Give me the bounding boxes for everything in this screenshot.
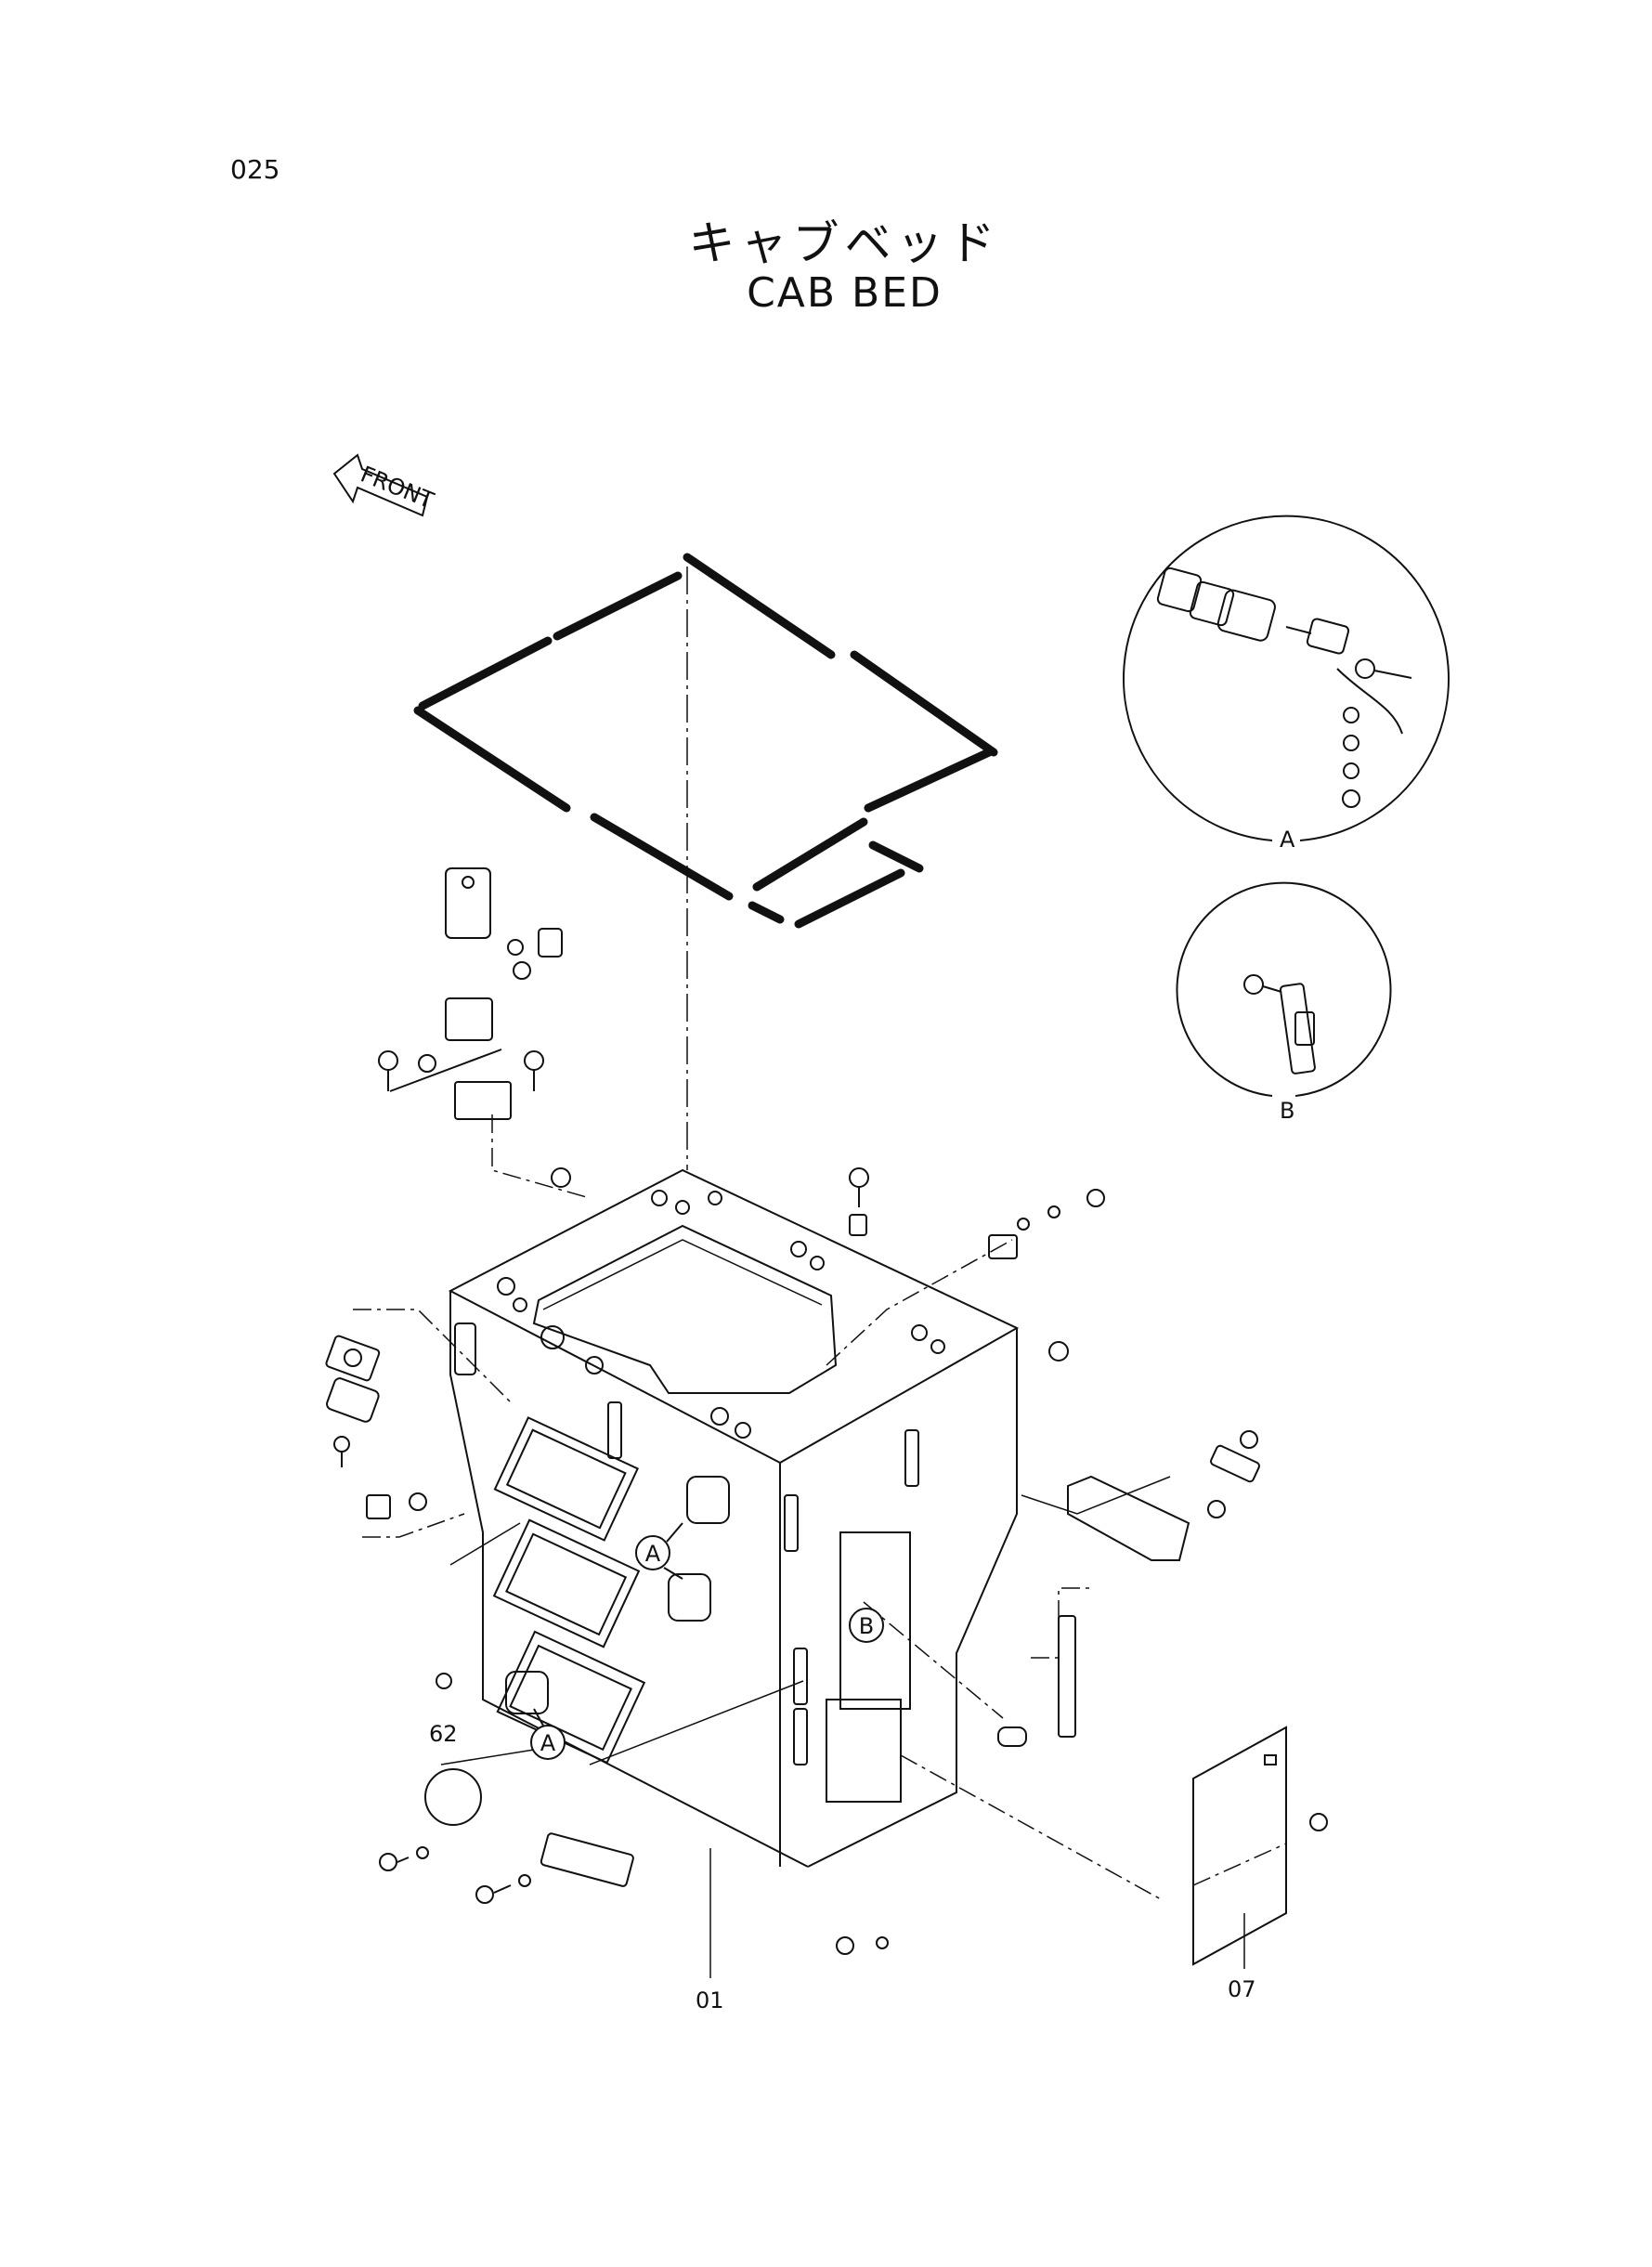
detail-view-b-label: B	[1280, 1098, 1294, 1124]
title-english: CAB BED	[747, 269, 943, 317]
page-number: 025	[230, 154, 280, 185]
left-mount-hardware	[325, 1335, 634, 1904]
callout-a-lower: A	[530, 1708, 566, 1760]
detail-view-a: A	[1123, 515, 1450, 853]
detail-view-a-label: A	[1280, 827, 1295, 853]
part-number-07: 07	[1228, 1976, 1256, 2002]
right-mount-hardware	[551, 1167, 1328, 1955]
title-japanese: キャブベッド	[688, 216, 1001, 270]
svg-text:A: A	[645, 1541, 661, 1567]
part-number-01: 01	[696, 1987, 724, 2013]
mount-bracket-hardware	[378, 867, 591, 1199]
access-door-panel	[1192, 1726, 1287, 1966]
seal-strips	[413, 553, 998, 929]
detail-view-b: B	[1176, 881, 1392, 1124]
svg-text:B: B	[859, 1613, 874, 1639]
cab-bed-frame	[448, 1168, 1020, 1868]
callout-b: B	[849, 1608, 884, 1643]
part-number-62: 62	[429, 1721, 458, 1747]
callout-a-upper: A	[635, 1522, 683, 1580]
svg-text:A: A	[540, 1730, 556, 1756]
leader-lines	[353, 1239, 1245, 1978]
front-arrow-label: FRONT	[357, 462, 437, 515]
front-arrow-icon: FRONT	[332, 453, 437, 517]
